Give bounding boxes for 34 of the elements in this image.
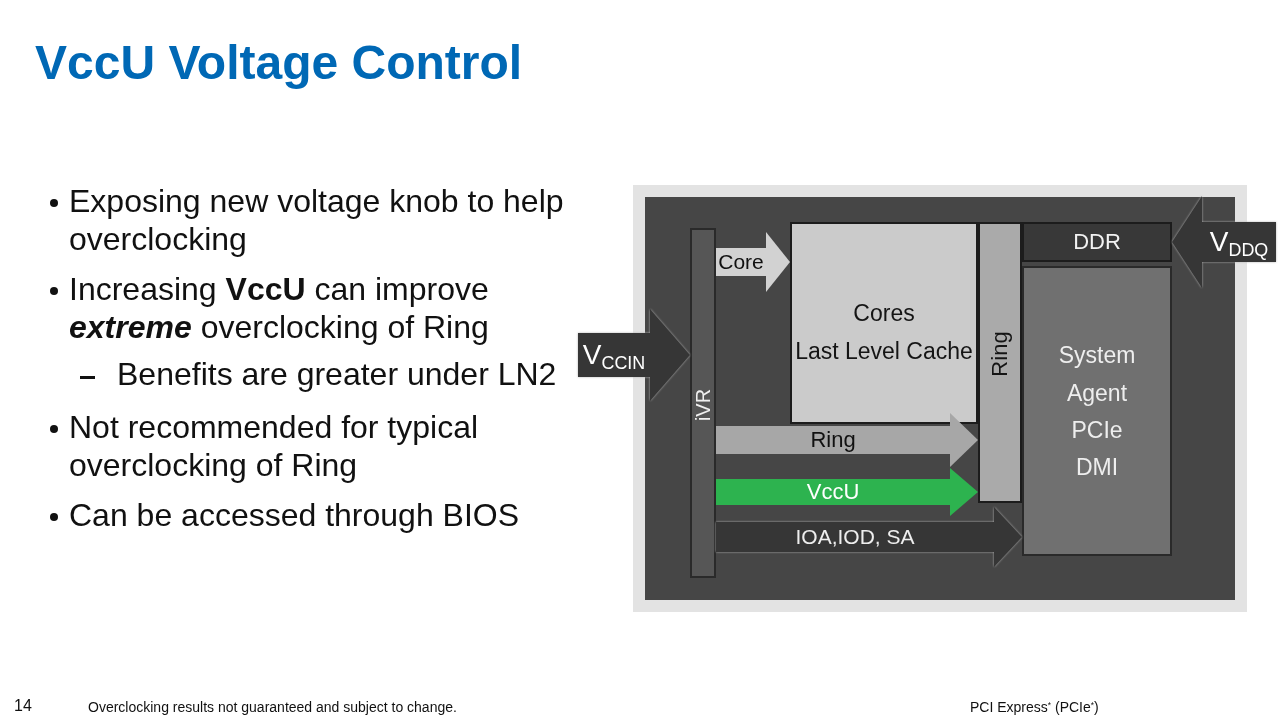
arrow bbox=[1172, 196, 1276, 288]
sub-bullet-text: Benefits are greater under LN2 bbox=[117, 355, 558, 393]
block-label: Last Level Cache bbox=[795, 337, 973, 365]
block-label: DMI bbox=[1075, 453, 1119, 481]
arrow-label: V$_{DDQ}$ bbox=[1209, 226, 1269, 258]
bullet-text: Increasing VccU can improve extreme overclocking of Ring bbox=[69, 270, 490, 346]
bullet-text: Not recommended for typical overclocking of Ring bbox=[69, 408, 480, 484]
arrow-label: V$_{CCIN}$ bbox=[582, 339, 646, 371]
arrow bbox=[716, 468, 978, 516]
arrow-label: IOA,IOD, SA bbox=[795, 525, 915, 549]
block-label: Ring bbox=[987, 331, 1013, 377]
ddr-block bbox=[1022, 222, 1172, 262]
arrow-label: Core bbox=[718, 250, 764, 274]
bullet-text: Can be accessed through BIOS bbox=[69, 496, 521, 534]
arrow bbox=[716, 507, 1022, 567]
ring-bar bbox=[978, 222, 1022, 503]
footer-note: Overclocking results not guaranteed and subject to change. bbox=[88, 698, 457, 716]
block-label: PCIe bbox=[1071, 416, 1123, 444]
block-label: DDR bbox=[1073, 229, 1121, 255]
bullet-text: Exposing new voltage knob to help overclocking bbox=[69, 182, 565, 258]
ivr-bar bbox=[690, 228, 716, 578]
slide-title: VccU Voltage Control bbox=[35, 35, 523, 91]
arrow bbox=[716, 413, 978, 467]
cores-block bbox=[790, 222, 978, 424]
footer-note: PCI Express$^{*}$ (PCIe$^{*}$) bbox=[970, 698, 1099, 716]
block-label: iVR bbox=[691, 388, 715, 422]
arrow-label: VccU bbox=[806, 479, 860, 505]
block-label: Cores bbox=[853, 299, 915, 327]
system-agent-block bbox=[1022, 266, 1172, 556]
page-number: 14 bbox=[14, 697, 32, 715]
arrow-label: Ring bbox=[810, 427, 856, 453]
arrow bbox=[578, 309, 690, 401]
block-label: System Agent bbox=[1057, 341, 1137, 408]
arrow bbox=[716, 232, 790, 292]
